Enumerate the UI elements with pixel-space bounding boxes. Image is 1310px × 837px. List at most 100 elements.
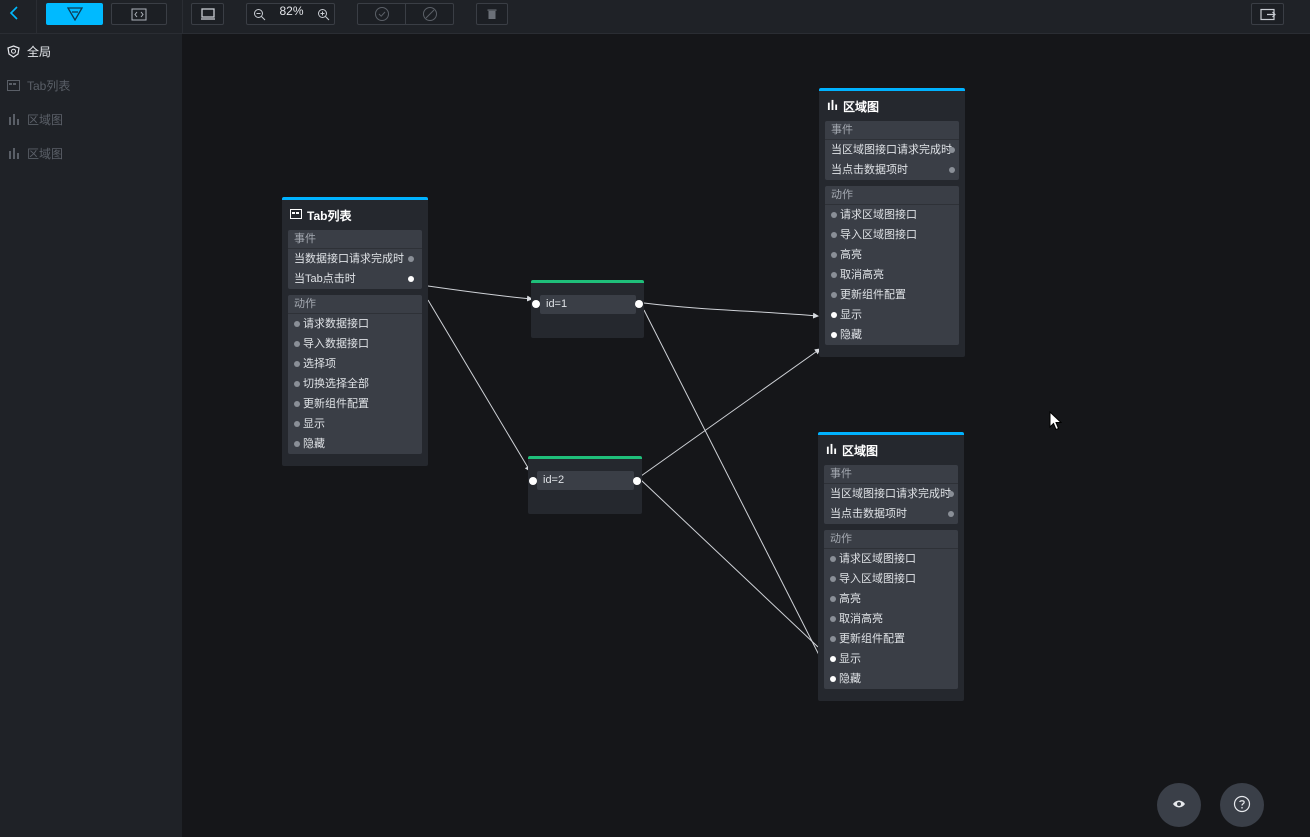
input-port[interactable]: [830, 596, 836, 602]
input-port[interactable]: [532, 300, 540, 308]
node-title: 区域图: [843, 99, 880, 114]
check-icon[interactable]: [358, 4, 405, 24]
action-row[interactable]: 隐藏: [824, 669, 958, 689]
input-port[interactable]: [830, 676, 836, 682]
event-row[interactable]: 当区域图接口请求完成时: [825, 140, 959, 160]
action-row[interactable]: 导入区域图接口: [825, 225, 959, 245]
input-port[interactable]: [294, 421, 300, 427]
input-port[interactable]: [294, 401, 300, 407]
output-port[interactable]: [949, 167, 955, 173]
input-port[interactable]: [831, 232, 837, 238]
help-button[interactable]: [1220, 783, 1264, 827]
event-row[interactable]: 当数据接口请求完成时: [288, 249, 422, 269]
input-port[interactable]: [294, 321, 300, 327]
input-port[interactable]: [294, 341, 300, 347]
action-label: 导入数据接口: [303, 338, 369, 350]
action-row[interactable]: 请求区域图接口: [825, 205, 959, 225]
action-row[interactable]: 显示: [288, 414, 422, 434]
input-port[interactable]: [830, 636, 836, 642]
filter-condition[interactable]: id=2: [537, 471, 634, 490]
action-label: 隐藏: [303, 438, 325, 450]
action-row[interactable]: 更新组件配置: [825, 285, 959, 305]
action-row[interactable]: 显示: [825, 305, 959, 325]
area-chart-node-2[interactable]: 区域图 事件 当区域图接口请求完成时 当点击数据项时 动作 请求区域图接口 导入…: [818, 432, 964, 701]
output-port[interactable]: [949, 147, 955, 153]
bar-chart-icon: [827, 99, 838, 113]
action-row[interactable]: 更新组件配置: [288, 394, 422, 414]
section-title: 动作: [825, 186, 959, 205]
sidebar-item-global[interactable]: 全局: [0, 34, 182, 68]
zoom-out-icon[interactable]: [247, 4, 271, 24]
input-port[interactable]: [831, 212, 837, 218]
input-port[interactable]: [294, 381, 300, 387]
sidebar-item-area-chart-2[interactable]: 区域图: [0, 136, 182, 170]
input-port[interactable]: [830, 656, 836, 662]
action-row[interactable]: 取消高亮: [825, 265, 959, 285]
blueprint-mode-button[interactable]: [46, 3, 103, 25]
action-row[interactable]: 导入区域图接口: [824, 569, 958, 589]
action-row[interactable]: 高亮: [825, 245, 959, 265]
node-header: 区域图: [824, 435, 958, 465]
input-port[interactable]: [830, 556, 836, 562]
input-port[interactable]: [294, 441, 300, 447]
action-row[interactable]: 导入数据接口: [288, 334, 422, 354]
action-label: 请求数据接口: [303, 318, 369, 330]
output-port[interactable]: [948, 491, 954, 497]
action-row[interactable]: 更新组件配置: [824, 629, 958, 649]
action-label: 切换选择全部: [303, 378, 369, 390]
preview-eye-button[interactable]: [1157, 783, 1201, 827]
back-chevron-icon[interactable]: [8, 5, 22, 24]
output-port[interactable]: [635, 300, 643, 308]
filter-node-id2[interactable]: id=2: [528, 456, 642, 514]
event-row[interactable]: 当Tab点击时: [288, 269, 422, 289]
action-label: 取消高亮: [840, 269, 884, 281]
action-row[interactable]: 隐藏: [825, 325, 959, 345]
input-port[interactable]: [830, 576, 836, 582]
action-row[interactable]: 选择项: [288, 354, 422, 374]
action-row[interactable]: 隐藏: [288, 434, 422, 454]
delete-button[interactable]: [476, 3, 508, 25]
action-row[interactable]: 切换选择全部: [288, 374, 422, 394]
output-port[interactable]: [408, 276, 414, 282]
action-label: 显示: [303, 418, 325, 430]
input-port[interactable]: [294, 361, 300, 367]
preview-screen-button[interactable]: [191, 3, 224, 25]
filter-node-id1[interactable]: id=1: [531, 280, 644, 338]
exit-button[interactable]: [1251, 3, 1284, 25]
sidebar-item-tab-list[interactable]: Tab列表: [0, 68, 182, 102]
action-label: 显示: [840, 309, 862, 321]
zoom-in-icon[interactable]: [312, 4, 334, 24]
sidebar-item-area-chart-1[interactable]: 区域图: [0, 102, 182, 136]
input-port[interactable]: [831, 292, 837, 298]
section-title: 事件: [288, 230, 422, 249]
event-row[interactable]: 当区域图接口请求完成时: [824, 484, 958, 504]
ban-icon[interactable]: [405, 4, 453, 24]
sidebar-item-label: Tab列表: [27, 78, 71, 93]
input-port[interactable]: [830, 616, 836, 622]
action-row[interactable]: 请求区域图接口: [824, 549, 958, 569]
input-port[interactable]: [831, 332, 837, 338]
area-chart-node-1[interactable]: 区域图 事件 当区域图接口请求完成时 当点击数据项时 动作 请求区域图接口 导入…: [819, 88, 965, 357]
input-port[interactable]: [831, 312, 837, 318]
input-port[interactable]: [831, 252, 837, 258]
node-header: Tab列表: [288, 200, 422, 230]
action-row[interactable]: 取消高亮: [824, 609, 958, 629]
action-row[interactable]: 显示: [824, 649, 958, 669]
tab-list-node[interactable]: Tab列表 事件 当数据接口请求完成时 当Tab点击时 动作 请求数据接口 导入…: [282, 197, 428, 466]
output-port[interactable]: [948, 511, 954, 517]
code-mode-button[interactable]: [111, 3, 167, 25]
event-row[interactable]: 当点击数据项时: [825, 160, 959, 180]
action-row[interactable]: 高亮: [824, 589, 958, 609]
input-port[interactable]: [831, 272, 837, 278]
section-title: 动作: [288, 295, 422, 314]
input-port[interactable]: [529, 477, 537, 485]
filter-condition[interactable]: id=1: [540, 295, 636, 314]
action-row[interactable]: 请求数据接口: [288, 314, 422, 334]
event-row[interactable]: 当点击数据项时: [824, 504, 958, 524]
output-port[interactable]: [633, 477, 641, 485]
sidebar-item-label: 区域图: [27, 112, 64, 127]
blueprint-icon: [66, 7, 83, 21]
output-port[interactable]: [408, 256, 414, 262]
zoom-level: 82%: [279, 4, 304, 18]
action-label: 导入区域图接口: [840, 229, 917, 241]
